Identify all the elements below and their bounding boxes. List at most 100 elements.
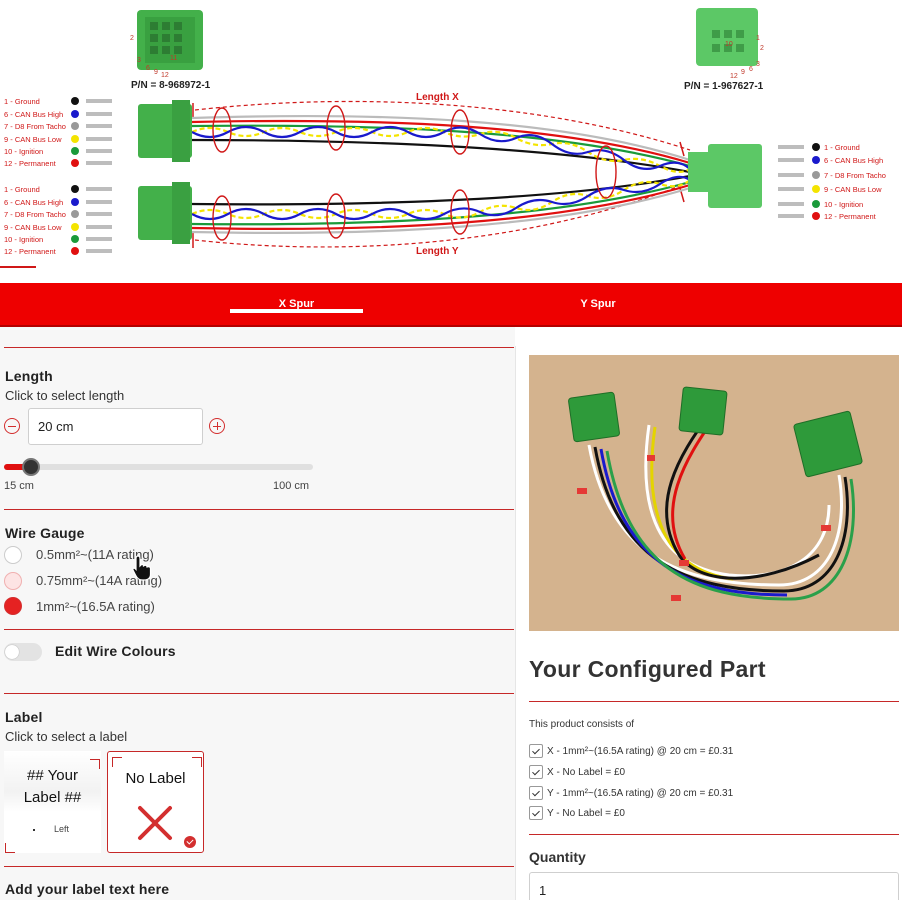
pin-color-dot	[812, 156, 820, 164]
pin-color-dots	[71, 97, 820, 255]
pin-label: 1 - Ground	[824, 143, 860, 152]
length-x-label: Length X	[416, 92, 459, 103]
decrease-length-button[interactable]	[4, 418, 20, 434]
item-check-icon	[529, 744, 543, 758]
right-connector-number: 12	[730, 73, 738, 80]
terminal-stub	[778, 214, 804, 218]
gauge-option-label[interactable]: 0.5mm²~(11A rating)	[36, 547, 154, 562]
configured-item-text: X - 1mm²~(16.5A rating) @ 20 cm = £0.31	[547, 745, 734, 757]
pin-color-dot	[71, 110, 79, 118]
terminal-stub	[86, 249, 112, 253]
hand-cursor-icon	[132, 555, 152, 581]
custom-label-line-1: ## Your	[27, 767, 78, 784]
left-connector-number: 2	[130, 35, 134, 42]
pin-color-dot	[71, 210, 79, 218]
section-divider	[4, 629, 514, 630]
harness-diagram-svg: 2 3 6 9 12 11 P/N = 8-968972-1 10 1 2 12…	[0, 8, 886, 268]
configured-item: X - No Label = £0	[529, 765, 625, 779]
section-divider	[4, 693, 514, 694]
custom-label-preview: ## Your Label ##	[4, 765, 101, 809]
section-divider	[529, 834, 899, 835]
quantity-input[interactable]	[529, 872, 899, 900]
edit-wire-colours-label: Edit Wire Colours	[55, 643, 176, 659]
gauge-radio-0-5mm[interactable]	[4, 546, 22, 564]
terminal-stub	[778, 158, 804, 162]
right-connector-image: 10 1 2 12 9 6 3	[696, 8, 764, 80]
pin-label: 7 - D8 From Tacho	[4, 210, 66, 219]
pin-color-dot	[71, 147, 79, 155]
length-slider-track[interactable]	[4, 464, 313, 470]
terminal-stub	[86, 237, 112, 241]
gauge-radio-0-75mm[interactable]	[4, 572, 22, 590]
pin-color-dot	[71, 135, 79, 143]
label-title: Label	[5, 709, 43, 725]
slider-max-label: 100 cm	[273, 480, 310, 492]
pin-label: 10 - Ignition	[4, 235, 43, 244]
length-y-label: Length Y	[416, 246, 459, 257]
configured-item-text: X - No Label = £0	[547, 766, 626, 778]
label-card-custom[interactable]: ## Your Label ## Left	[4, 751, 101, 853]
right-connector-number: 6	[749, 66, 753, 73]
label-subtitle: Click to select a label	[5, 729, 128, 744]
terminal-stub	[86, 225, 112, 229]
right-harness-connector	[708, 144, 762, 208]
gauge-option-label[interactable]: 1mm²~(16.5A rating)	[36, 599, 155, 614]
product-photo	[529, 355, 899, 631]
pin-color-dot	[71, 122, 79, 130]
toggle-knob	[5, 645, 19, 659]
active-tab-indicator	[230, 309, 363, 313]
pin-color-dot	[812, 185, 820, 193]
terminal-stub	[86, 149, 112, 153]
pin-color-dot	[812, 171, 820, 179]
item-check-icon	[529, 786, 543, 800]
harness-photo-svg	[529, 355, 899, 631]
pin-color-dot	[812, 200, 820, 208]
pin-color-dot	[71, 247, 79, 255]
item-check-icon	[529, 806, 543, 820]
pin-label: 6 - CAN Bus High	[4, 198, 63, 207]
increase-length-button[interactable]	[209, 418, 225, 434]
left-upper-pin-legend: 1 - Ground 6 - CAN Bus High 7 - D8 From …	[4, 97, 66, 168]
terminal-stub	[86, 200, 112, 204]
left-connector-number: 9	[154, 69, 158, 76]
section-divider	[4, 347, 514, 348]
terminal-stub	[778, 187, 804, 191]
wire-gauge-title: Wire Gauge	[5, 525, 85, 541]
tab-y-spur[interactable]: Y Spur	[580, 298, 616, 310]
tab-x-spur[interactable]: X Spur	[278, 298, 315, 310]
terminal-stub	[778, 173, 804, 177]
section-divider	[4, 866, 514, 867]
configured-item: X - 1mm²~(16.5A rating) @ 20 cm = £0.31	[529, 744, 733, 758]
pin-label: 1 - Ground	[4, 185, 40, 194]
quantity-label: Quantity	[529, 849, 586, 865]
length-slider-thumb[interactable]	[21, 458, 40, 476]
left-connector-number: 11	[170, 55, 177, 62]
custom-label-side: Left	[54, 824, 70, 834]
configured-item-text: Y - 1mm²~(16.5A rating) @ 20 cm = £0.31	[547, 787, 734, 799]
pin-color-dot	[812, 212, 820, 220]
gauge-option-label[interactable]: 0.75mm²~(14A rating)	[36, 573, 163, 588]
pin-color-dot	[71, 185, 79, 193]
pin-label: 6 - CAN Bus High	[4, 110, 63, 119]
pin-label: 12 - Permanent	[824, 212, 877, 221]
configured-item: Y - 1mm²~(16.5A rating) @ 20 cm = £0.31	[529, 786, 733, 800]
length-slider-fill	[4, 464, 29, 470]
pin-label: 10 - Ignition	[4, 147, 43, 156]
pin-color-dot	[71, 198, 79, 206]
pin-label: 9 - CAN Bus Low	[4, 223, 62, 232]
pin-color-dot	[71, 159, 79, 167]
configured-part-title: Your Configured Part	[529, 656, 766, 682]
gauge-radio-1mm[interactable]	[4, 597, 22, 615]
left-connector-number: 6	[146, 65, 150, 72]
right-connector-number: 1	[756, 35, 760, 42]
spur-tab-bar: X Spur Y Spur	[0, 283, 902, 327]
label-text-title: Add your label text here	[5, 881, 170, 897]
no-label-cross-icon	[138, 806, 172, 840]
section-divider	[529, 701, 899, 702]
length-subtitle: Click to select length	[5, 388, 125, 403]
left-connector-number: 3	[137, 57, 141, 64]
right-connector-number: 3	[756, 61, 760, 68]
pin-label: 9 - CAN Bus Low	[824, 185, 882, 194]
length-input[interactable]	[28, 408, 203, 445]
right-connector-number: 9	[741, 69, 745, 76]
